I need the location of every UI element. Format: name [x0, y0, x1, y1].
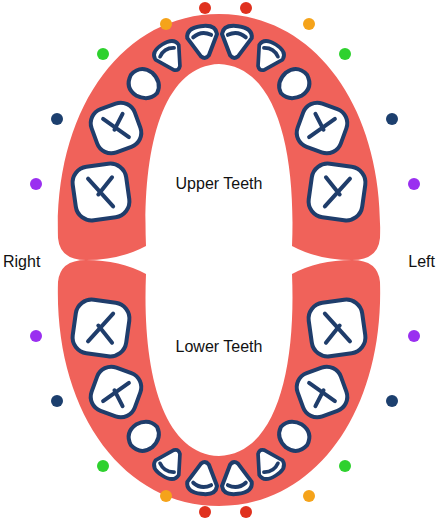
lower-teeth-arch [30, 260, 420, 518]
arch-label: Upper Teeth [176, 175, 263, 193]
side-label: Left [408, 253, 435, 271]
arch-label: Lower Teeth [176, 338, 263, 356]
side-label: Right [3, 253, 40, 271]
upper-teeth-arch [30, 2, 420, 260]
